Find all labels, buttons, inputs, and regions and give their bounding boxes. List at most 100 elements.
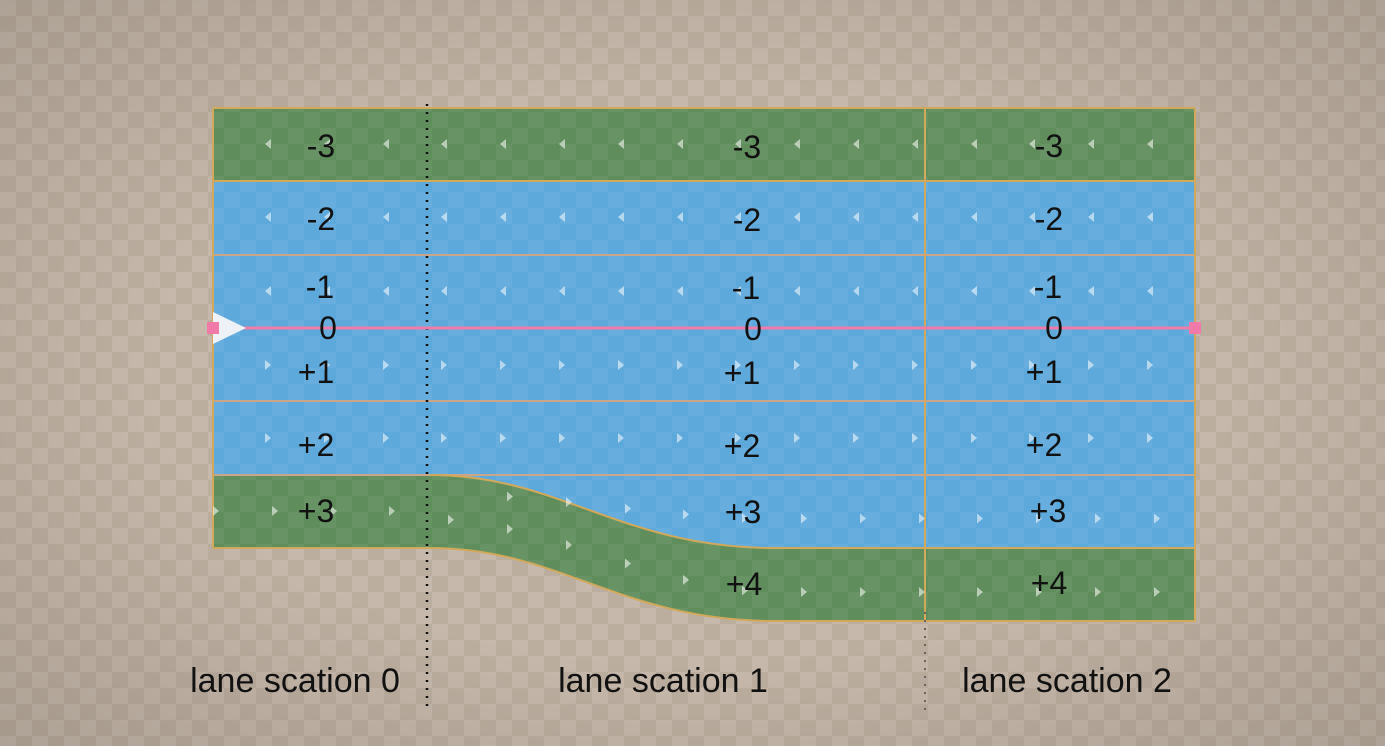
arrow-right-icon [1088, 360, 1094, 370]
lane-label: -3 [733, 129, 761, 165]
arrow-right-icon [507, 491, 513, 502]
arrow-left-icon [677, 139, 683, 149]
arrow-left-icon [794, 212, 800, 222]
arrow-right-icon [618, 433, 624, 443]
section-label-2: lane scation 2 [962, 662, 1172, 700]
arrow-left-icon [265, 286, 271, 296]
lane-label: -1 [306, 269, 334, 305]
arrow-right-icon [559, 433, 565, 443]
arrow-right-icon [742, 585, 748, 596]
lane-label: +2 [724, 428, 760, 464]
arrow-right-icon [1147, 433, 1153, 443]
arrow-left-icon [618, 212, 624, 222]
arrow-left-icon [618, 139, 624, 149]
arrow-left-icon [912, 212, 918, 222]
arrow-left-icon [500, 286, 506, 296]
arrow-left-icon [971, 212, 977, 222]
arrow-right-icon [566, 540, 572, 551]
lane-label: -2 [733, 202, 761, 238]
arrow-right-icon [500, 433, 506, 443]
arrow-right-icon [971, 433, 977, 443]
arrow-right-icon [801, 513, 807, 524]
arrow-left-icon [441, 286, 447, 296]
arrow-left-icon [971, 286, 977, 296]
arrow-right-icon [383, 360, 389, 370]
arrow-right-icon [1036, 513, 1042, 524]
lane-dividers [212, 107, 1196, 622]
arrow-left-icon [794, 139, 800, 149]
arrow-right-icon [1036, 587, 1042, 597]
arrow-left-icon [735, 139, 741, 149]
lane-pattern-overlay [213, 108, 1195, 621]
lane-label: -2 [307, 201, 335, 237]
arrow-right-icon [735, 433, 741, 443]
arrow-left-icon [500, 139, 506, 149]
lane-label: +2 [1026, 427, 1062, 463]
arrow-right-icon [977, 587, 983, 597]
arrow-right-icon [566, 497, 572, 508]
arrow-right-icon [265, 433, 271, 443]
arrow-left-icon [559, 139, 565, 149]
arrow-left-icon [324, 286, 330, 296]
arrow-right-icon [794, 360, 800, 370]
arrow-right-icon [1095, 587, 1101, 597]
section-label-1: lane scation 1 [558, 662, 768, 700]
lane-label: -3 [307, 128, 335, 164]
arrow-right-icon [677, 433, 683, 443]
arrow-right-icon [683, 509, 689, 520]
arrow-right-icon [735, 360, 741, 370]
section-label-0: lane scation 0 [190, 662, 400, 700]
arrow-left-icon [971, 139, 977, 149]
lane-label: +2 [298, 427, 334, 463]
arrow-right-icon [977, 513, 983, 524]
arrow-right-icon [1154, 513, 1160, 524]
arrow-right-icon [794, 433, 800, 443]
arrow-right-icon [1088, 433, 1094, 443]
arrow-left-icon [324, 212, 330, 222]
arrow-left-icon [1088, 139, 1094, 149]
arrow-right-icon [860, 513, 866, 524]
square-handle-icon[interactable] [207, 322, 219, 334]
lane-label: +1 [724, 355, 760, 391]
arrow-right-icon [448, 514, 454, 525]
triangle-arrow-icon [213, 312, 246, 344]
arrow-right-icon [853, 360, 859, 370]
lane-label: 0 [319, 310, 337, 346]
lane-label: +3 [298, 493, 334, 529]
arrow-left-icon [383, 139, 389, 149]
section-boundaries [425, 104, 926, 714]
arrow-left-icon [1088, 212, 1094, 222]
arrow-left-icon [383, 212, 389, 222]
arrow-right-icon [1029, 433, 1035, 443]
arrow-right-icon [742, 513, 748, 524]
arrow-right-icon [441, 360, 447, 370]
arrow-left-icon [853, 212, 859, 222]
arrow-left-icon [1147, 139, 1153, 149]
arrow-right-icon [324, 360, 330, 370]
arrow-left-icon [559, 212, 565, 222]
arrow-left-icon [324, 139, 330, 149]
arrow-right-icon [683, 574, 689, 585]
arrow-right-icon [853, 433, 859, 443]
arrow-left-icon [853, 286, 859, 296]
lane-label: +3 [725, 494, 761, 530]
arrow-right-icon [324, 433, 330, 443]
arrow-left-icon [677, 286, 683, 296]
arrow-right-icon [912, 360, 918, 370]
reference-line[interactable] [207, 312, 1201, 344]
arrow-left-icon [1147, 286, 1153, 296]
arrow-left-icon [1029, 286, 1035, 296]
arrow-right-icon [1154, 587, 1160, 597]
lane-label: 0 [744, 311, 762, 347]
arrow-right-icon [919, 513, 925, 524]
arrow-right-icon [213, 506, 219, 516]
arrow-right-icon [860, 587, 866, 597]
lane-bands [213, 108, 1195, 621]
square-handle-icon[interactable] [1189, 322, 1201, 334]
arrow-right-icon [265, 360, 271, 370]
arrow-left-icon [500, 212, 506, 222]
arrow-right-icon [1095, 513, 1101, 524]
arrow-right-icon [507, 523, 513, 534]
lane-label: -3 [1035, 128, 1063, 164]
